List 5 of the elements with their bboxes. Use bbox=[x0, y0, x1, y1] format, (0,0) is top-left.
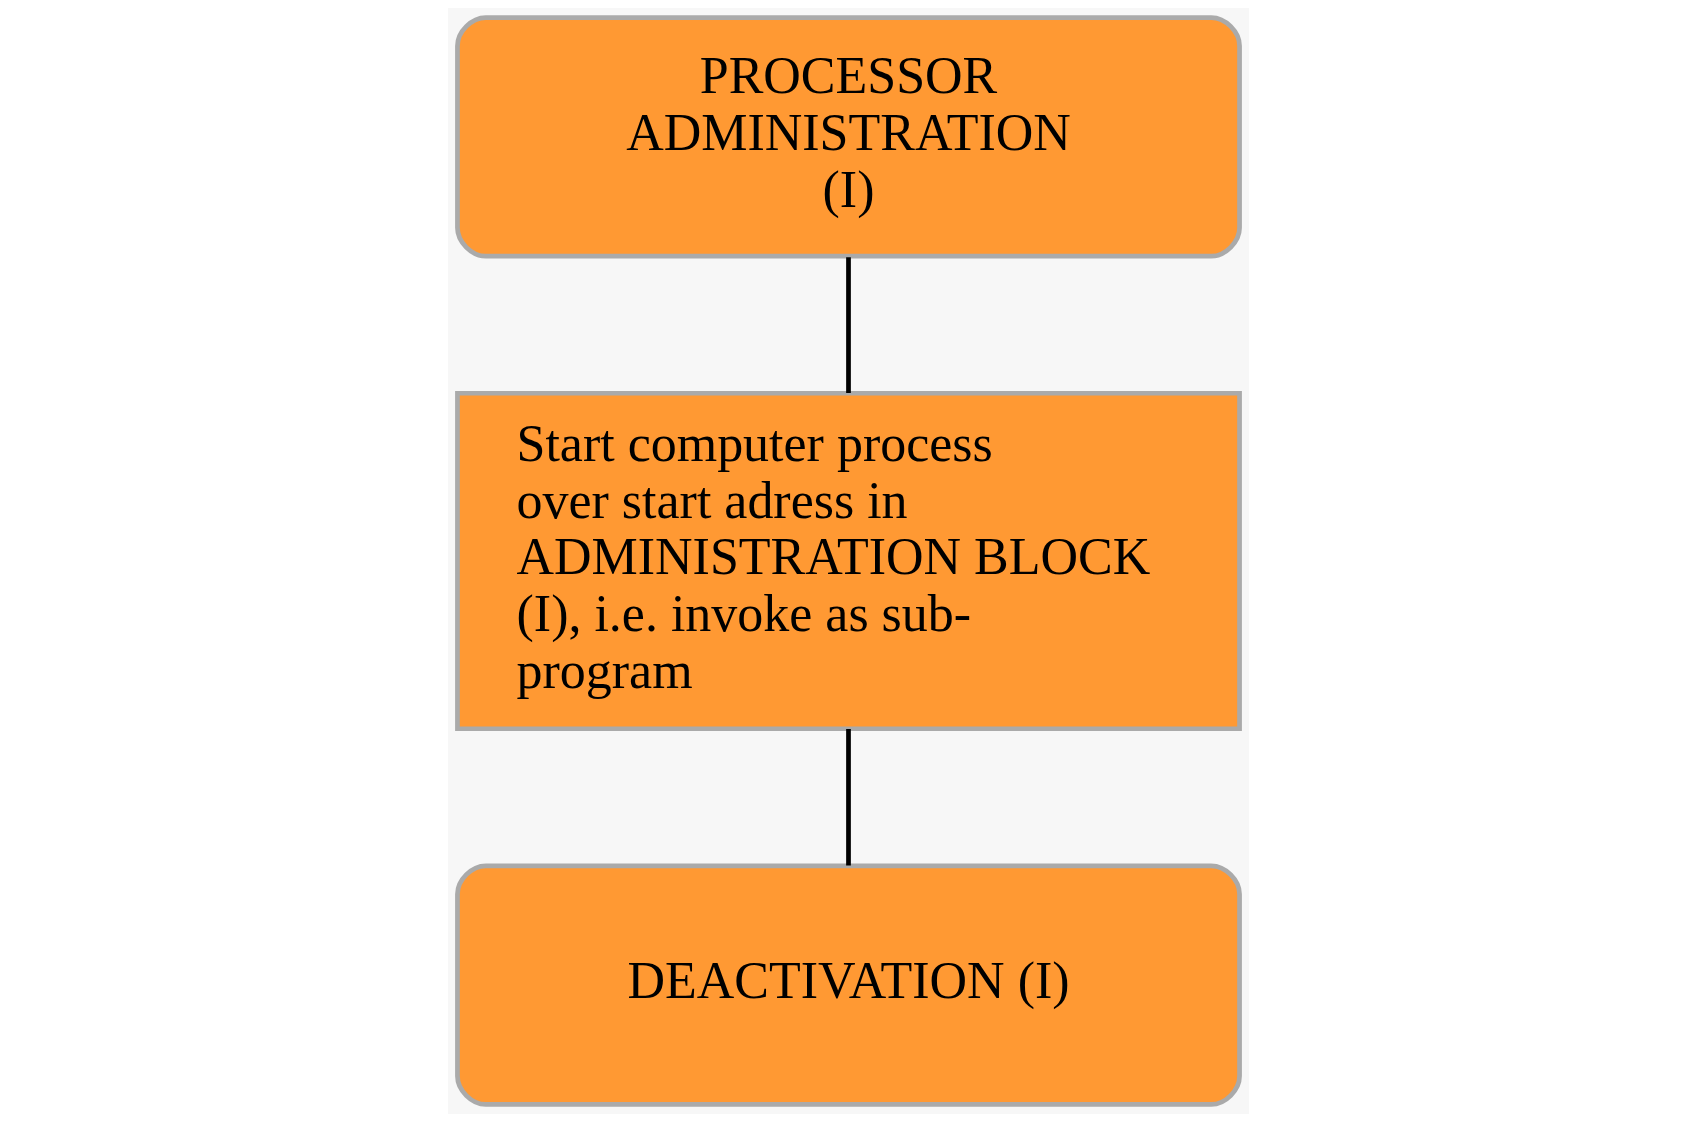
connector bbox=[845, 729, 851, 866]
node-box: DEACTIVATION (I) bbox=[454, 863, 1242, 1107]
connector bbox=[845, 257, 851, 394]
node-box: Start computer process over start adress in ADMINISTRATION BLOCK (I), i.e. invoke as sub-program bbox=[454, 390, 1242, 732]
node-box: PROCESSOR ADMINISTRATION (I) bbox=[454, 15, 1242, 259]
